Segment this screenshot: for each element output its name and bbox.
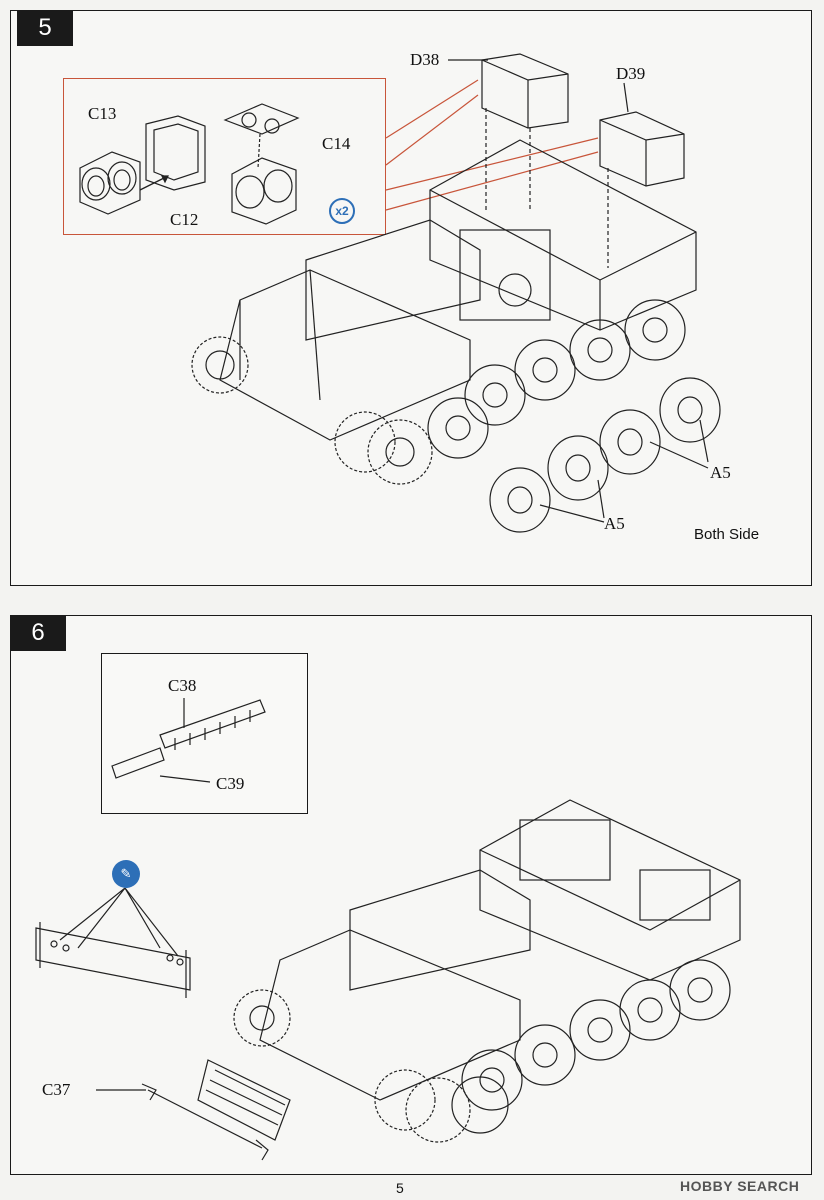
label-a5-upper: A5 [710,463,731,482]
label-c37: C37 [42,1080,71,1099]
step-6-number: 6 [10,615,66,651]
roadwheels-step6 [451,959,731,1134]
page-number: 5 [396,1180,404,1196]
suspension-frame-drawing [35,922,191,998]
a5-wheels-drawing [489,377,721,533]
track-links-c38-drawing [159,699,266,750]
both-side-note: Both Side [694,526,760,543]
label-c12: C12 [170,210,199,229]
label-d38: D38 [410,50,440,69]
step-5-parts-inset [63,78,386,235]
quantity-badge: x2 [329,198,355,224]
step-5-number: 5 [17,10,73,46]
part-c12-drawing [145,115,206,191]
part-c14-drawing [223,103,300,135]
part-c13-drawing [79,151,141,215]
label-a5-lower: A5 [604,514,625,533]
label-c38: C38 [168,676,197,695]
label-c14: C14 [322,134,351,153]
sprocket-drawing-step6 [233,989,471,1143]
hull-drawing-step6 [259,799,741,1101]
roadwheels-installed [427,299,686,459]
assembled-c13-c14-drawing [231,157,297,225]
label-d39: D39 [616,64,646,83]
part-d38-drawing [481,53,569,129]
part-d39-drawing [599,111,685,187]
track-links-c39-drawing [111,747,165,779]
sprocket-drawing-step5 [191,336,433,485]
label-c39: C39 [216,774,245,793]
hull-drawing-step5 [219,139,697,441]
glue-bottle-icon: ✎ [112,860,140,888]
track-segment-drawing [197,1059,291,1141]
part-c37-drawing [141,1083,269,1161]
watermark: HOBBY SEARCH [680,1178,800,1194]
label-c13: C13 [88,104,117,123]
